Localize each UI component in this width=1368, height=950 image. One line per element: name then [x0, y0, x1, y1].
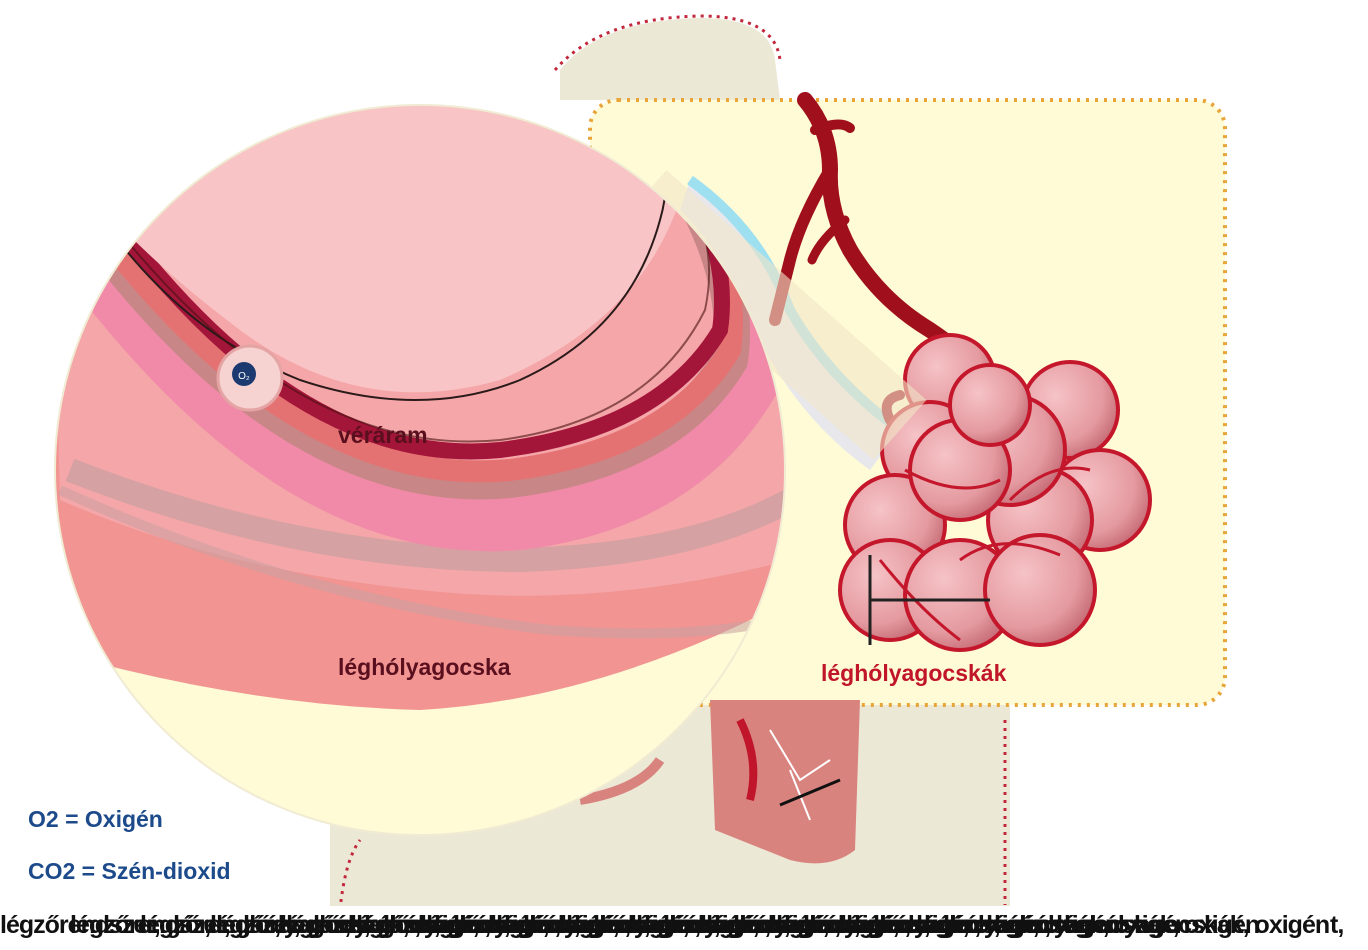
blood-stream-label: véráram: [338, 422, 428, 449]
legend-carbon-dioxide: CO2 = Szén-dioxid: [28, 858, 231, 885]
alveoli-label: léghólyagocskák: [821, 660, 1006, 687]
legend-oxygen: O2 = Oxigén: [28, 806, 163, 833]
alveolus-label: léghólyagocska: [338, 654, 511, 681]
oxygen-molecule: O₂: [218, 346, 282, 410]
caption-layer-13: légzőrendszer, gáz, léghólyagocskák, oxi…: [840, 906, 1329, 945]
caption-bar: légzőrendszer, gáz, léghólyagocskák, oxi…: [0, 906, 1368, 945]
caption-trailing-text: t,: [1330, 906, 1343, 945]
svg-text:O₂: O₂: [238, 371, 250, 382]
